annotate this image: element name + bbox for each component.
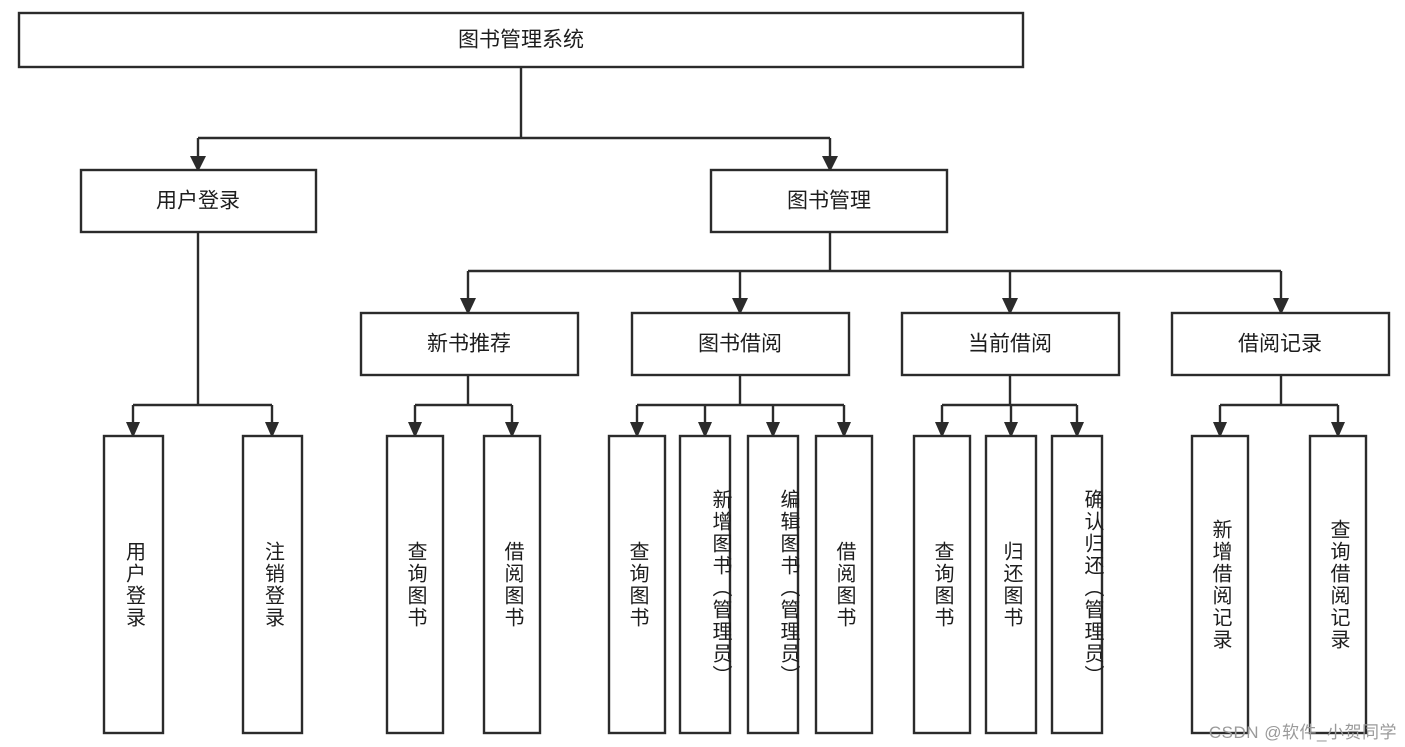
arrowhead-to-current-borrow [1002,298,1018,315]
arrowhead-leaf-add-record [1213,422,1227,438]
arrowhead-leaf-confirm-return [1070,422,1084,438]
node-label-new-book-recommend: 新书推荐 [427,333,511,356]
node-label-book-management: 图书管理 [787,190,871,213]
node-book-management[interactable]: 图书管理 [709,168,949,234]
leaf-box-query-book-current[interactable] [912,434,972,735]
leaf-box-return-book[interactable] [984,434,1038,735]
leaf-box-query-book-borrow[interactable] [607,434,667,735]
leaf-box-user-login[interactable] [102,434,165,735]
arrowhead-to-borrow-records [1273,298,1289,315]
leaf-box-add-borrow-record[interactable] [1190,434,1250,735]
connector-group-borrow-records-leaves [1213,375,1345,438]
node-book-borrow[interactable]: 图书借阅 [630,311,851,377]
connector-group-book-borrow-leaves [630,375,851,438]
leaf-box-edit-book-admin[interactable] [746,434,800,735]
arrowhead-leaf-borrow-book-1 [505,422,519,438]
arrowhead-leaf-query-book-1 [408,422,422,438]
node-label-book-borrow: 图书借阅 [698,333,782,356]
node-label-current-borrow: 当前借阅 [968,333,1052,356]
leaf-box-borrow-book-rec[interactable] [482,434,542,735]
node-box-current-borrow[interactable] [900,311,1121,377]
node-box-user-login[interactable] [79,168,318,234]
arrowhead-leaf-query-record [1331,422,1345,438]
arrowhead-to-new-book-rec [460,298,476,315]
leaf-box-confirm-return-admin[interactable] [1050,434,1104,735]
arrowhead-leaf-logout-login [265,422,279,438]
root-node-box[interactable] [17,11,1025,69]
leaf-box-logout-login[interactable] [241,434,304,735]
arrowhead-leaf-user-login [126,422,140,438]
arrowhead-to-book-mgmt [822,156,838,172]
leaf-box-add-book-admin[interactable] [678,434,732,735]
connector-group-user-login-leaves [126,232,279,438]
leaf-box-query-borrow-record[interactable] [1308,434,1368,735]
connector-group-new-book-rec-leaves [408,375,519,438]
arrowhead-leaf-query-book-2 [630,422,644,438]
leaf-box-borrow-book[interactable] [814,434,874,735]
node-label-borrow-records: 借阅记录 [1238,333,1322,356]
leaf-box-query-book-rec[interactable] [385,434,445,735]
root-node-label: 图书管理系统 [458,29,584,52]
node-box-borrow-records[interactable] [1170,311,1391,377]
arrowhead-leaf-return-book [1004,422,1018,438]
connector-group-current-borrow-leaves [935,375,1084,438]
connector-group-root [190,67,838,172]
arrowhead-leaf-query-book-3 [935,422,949,438]
leaf-node-group [102,434,1368,735]
arrowhead-leaf-add-book [698,422,712,438]
connector-group-book-mgmt [460,232,1289,315]
node-borrow-records[interactable]: 借阅记录 [1170,311,1391,377]
arrowhead-leaf-edit-book [766,422,780,438]
node-label-user-login: 用户登录 [156,190,240,213]
node-root[interactable]: 图书管理系统 [17,11,1025,69]
node-box-book-borrow[interactable] [630,311,851,377]
node-box-book-management[interactable] [709,168,949,234]
node-new-book-recommend[interactable]: 新书推荐 [359,311,580,377]
arrowhead-leaf-borrow-book-2 [837,422,851,438]
node-box-new-book-recommend[interactable] [359,311,580,377]
node-user-login[interactable]: 用户登录 [79,168,318,234]
arrowhead-to-user-login [190,156,206,172]
arrowhead-to-book-borrow [732,298,748,315]
node-current-borrow[interactable]: 当前借阅 [900,311,1121,377]
